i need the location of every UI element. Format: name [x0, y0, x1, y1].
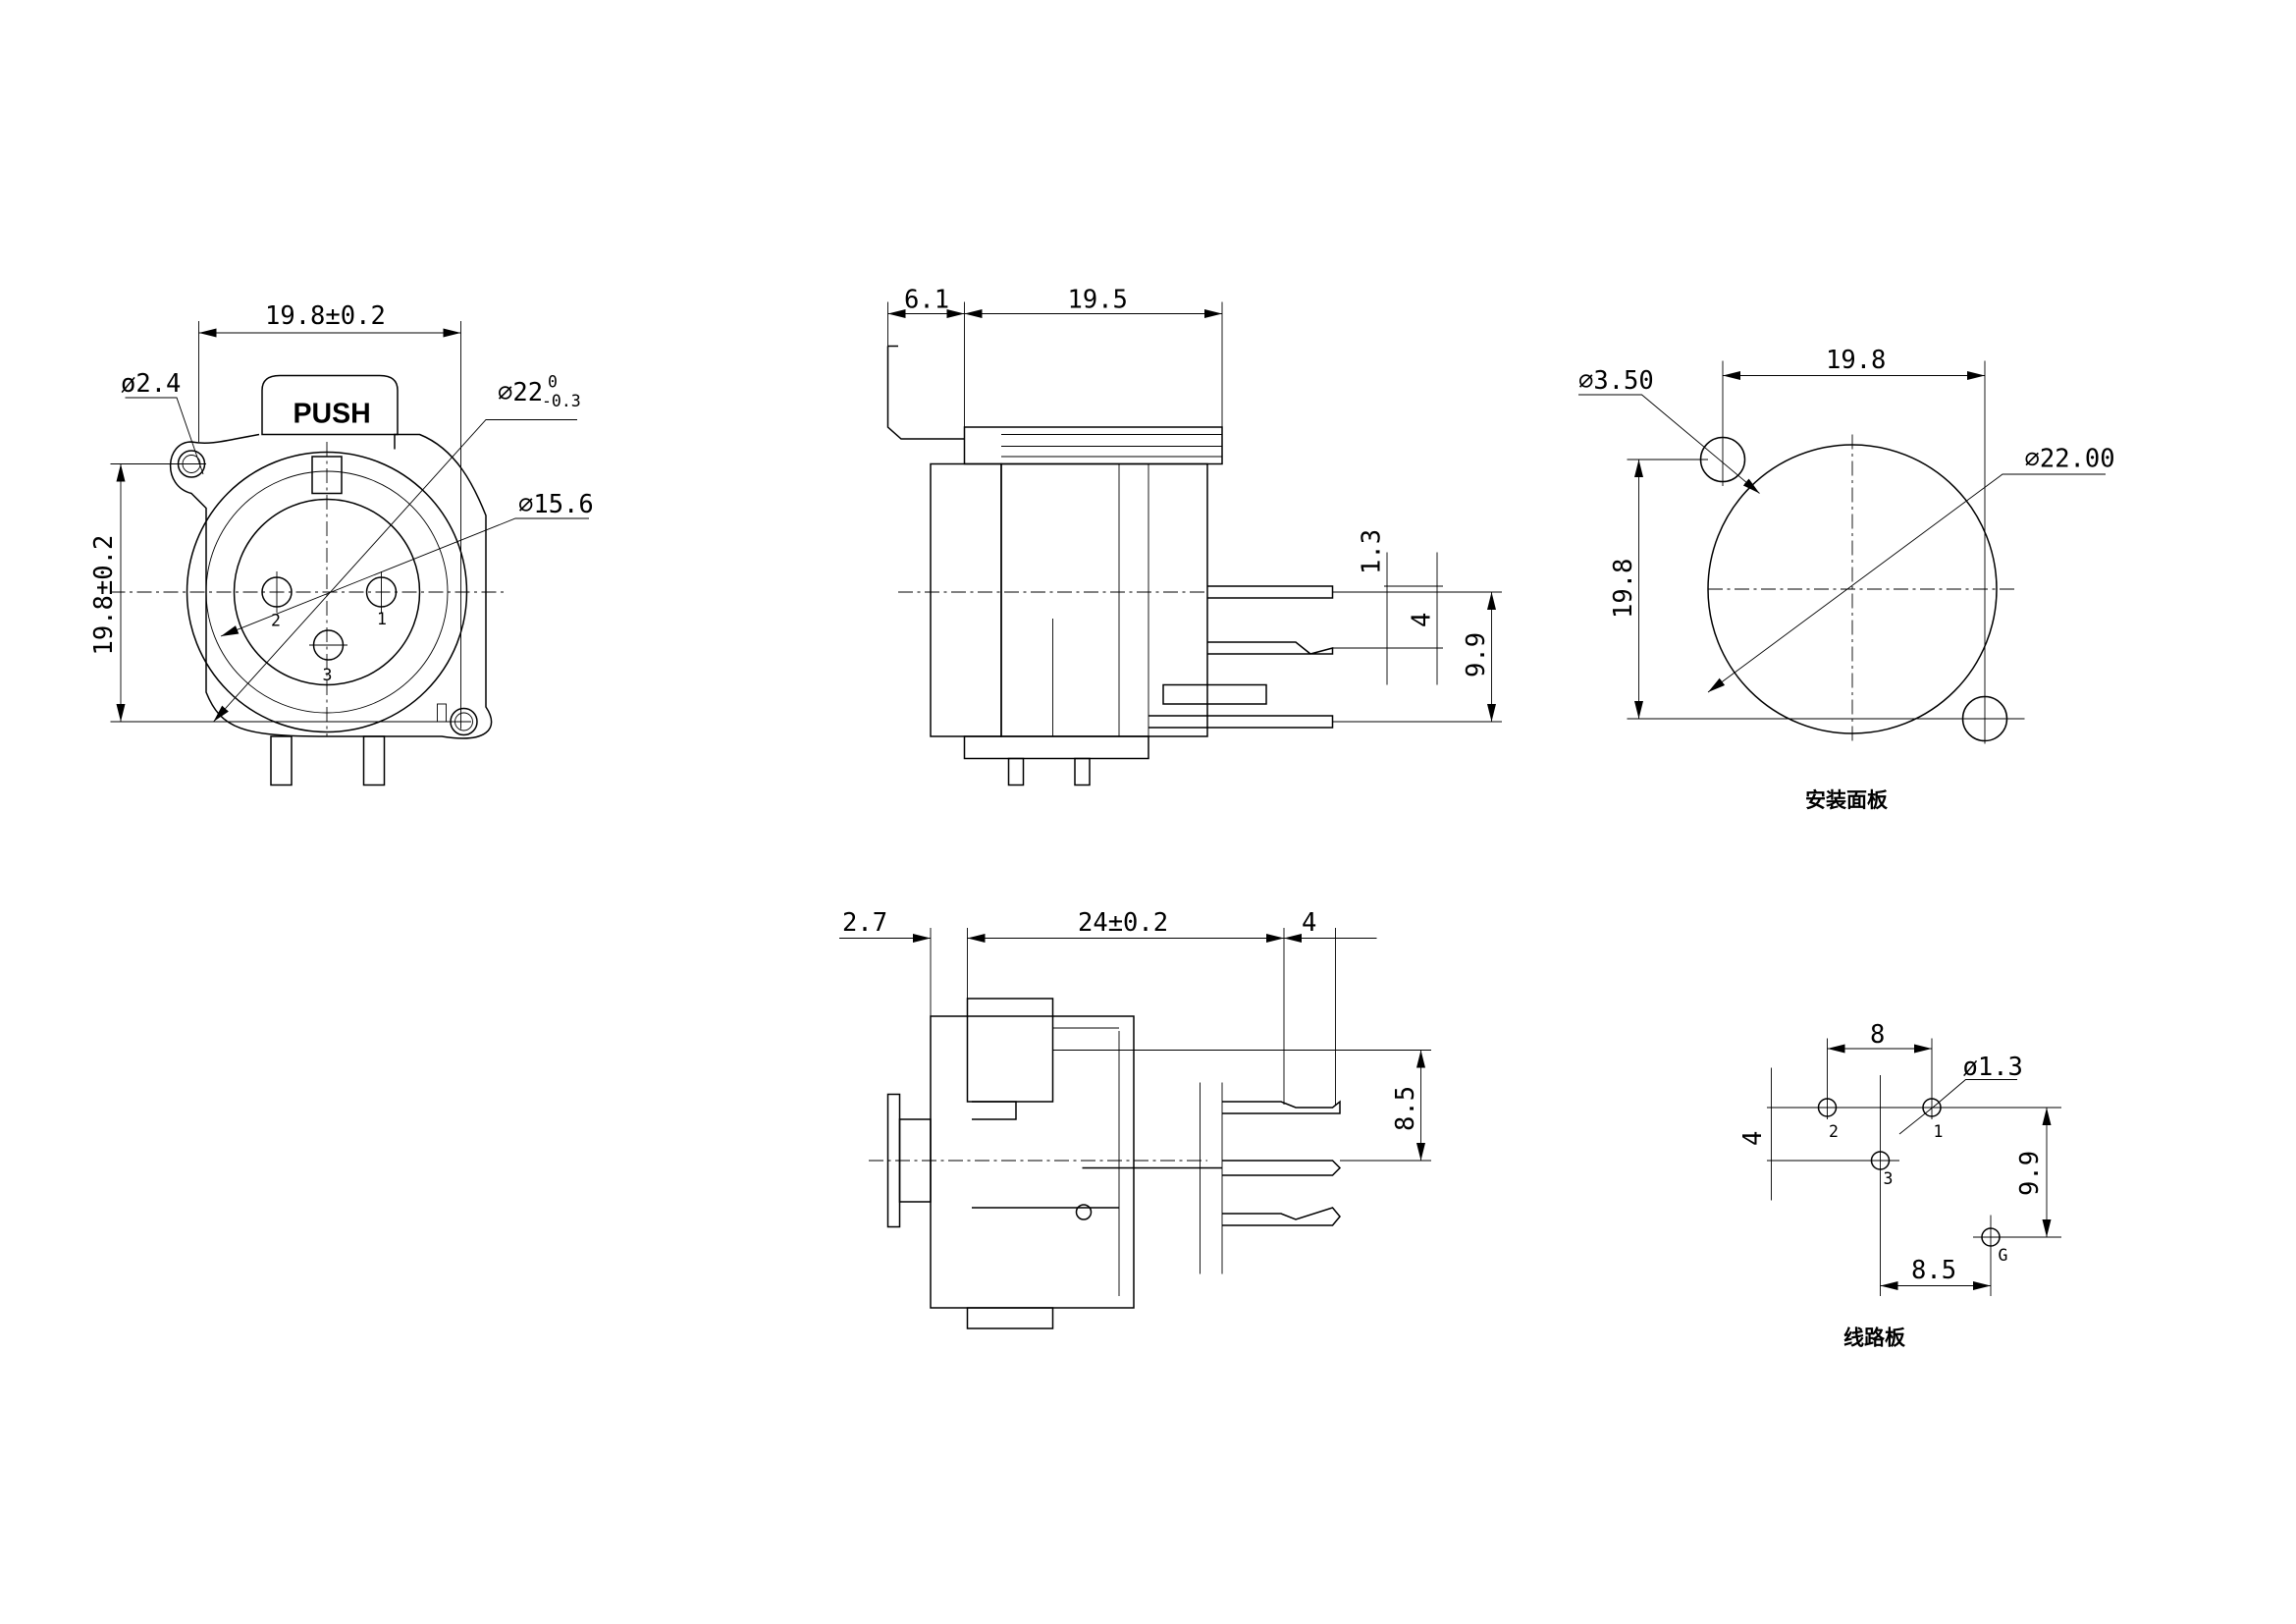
hole-diameter: ø1.3 [1963, 1053, 2023, 1082]
pin-spacing-dimension: 4 [1408, 613, 1437, 627]
hole-diameter: ⌀3.50 [1578, 366, 1654, 396]
pin-label: 3 [1884, 1169, 1894, 1188]
height-dimension: 8.5 [1391, 1086, 1420, 1131]
caption: 线路板 [1843, 1326, 1906, 1350]
tolerance-upper: 0 [548, 373, 558, 392]
caption: 安装面板 [1805, 788, 1889, 812]
pin-label: 2 [271, 612, 281, 630]
pcb-hole-3 [1870, 1151, 1891, 1170]
pcb-layout: 1 2 3 G 8 ø1.3 4 9.9 8.5 线路板 [1738, 1020, 2061, 1350]
body-length-dimension: 24±0.2 [1078, 908, 1168, 938]
side-view: 6.1 19.5 1.3 4 9.9 [886, 286, 1502, 786]
height-dimension: 19.8 [1609, 559, 1638, 619]
width-dimension: 19.8±0.2 [265, 301, 386, 331]
pin-length-dimension: 4 [1302, 908, 1316, 938]
front-view: PUSH 1 2 3 19.8±0.2 19.8±0.2 ø2.4 ⌀22 0 … [89, 301, 594, 786]
ground-vertical-dimension: 9.9 [2015, 1151, 2045, 1196]
bottom-view: 2.7 24±0.2 4 8.5 [839, 908, 1431, 1329]
outer-diameter: ⌀22 [498, 378, 543, 407]
vertical-dimension: 4 [1738, 1131, 1768, 1146]
height-dimension: 9.9 [1462, 632, 1491, 677]
outer-ring [186, 451, 468, 733]
push-latch [261, 374, 399, 436]
front-depth-dimension: 6.1 [904, 286, 949, 315]
pin-offset-dimension: 1.3 [1358, 529, 1387, 574]
hole-diameter: ø2.4 [121, 369, 181, 399]
inner-diameter: ⌀15.6 [518, 490, 594, 519]
pin-spacing-dimension: 8 [1870, 1020, 1885, 1050]
flange-dimension: 2.7 [842, 908, 887, 938]
width-dimension: 19.8 [1826, 346, 1886, 375]
body-depth-dimension: 19.5 [1068, 286, 1128, 315]
pin-label: 1 [1934, 1122, 1944, 1141]
height-dimension: 19.8±0.2 [89, 535, 119, 656]
insert-face [233, 498, 421, 686]
pcb-hole-g [1981, 1227, 2001, 1247]
pin-holes [261, 571, 398, 661]
ground-horizontal-dimension: 8.5 [1911, 1256, 1956, 1285]
cutout-diameter: ⌀22.00 [2025, 445, 2115, 474]
pin-label: 1 [377, 610, 387, 628]
pin-label: G [1999, 1246, 2008, 1265]
tolerance-lower: -0.3 [542, 392, 581, 410]
pin-label: 2 [1829, 1122, 1839, 1141]
pin-label: 3 [323, 666, 333, 684]
push-label: PUSH [294, 399, 371, 430]
panel-cutout: 19.8 19.8 ⌀3.50 ⌀22.00 安装面板 [1578, 346, 2115, 812]
